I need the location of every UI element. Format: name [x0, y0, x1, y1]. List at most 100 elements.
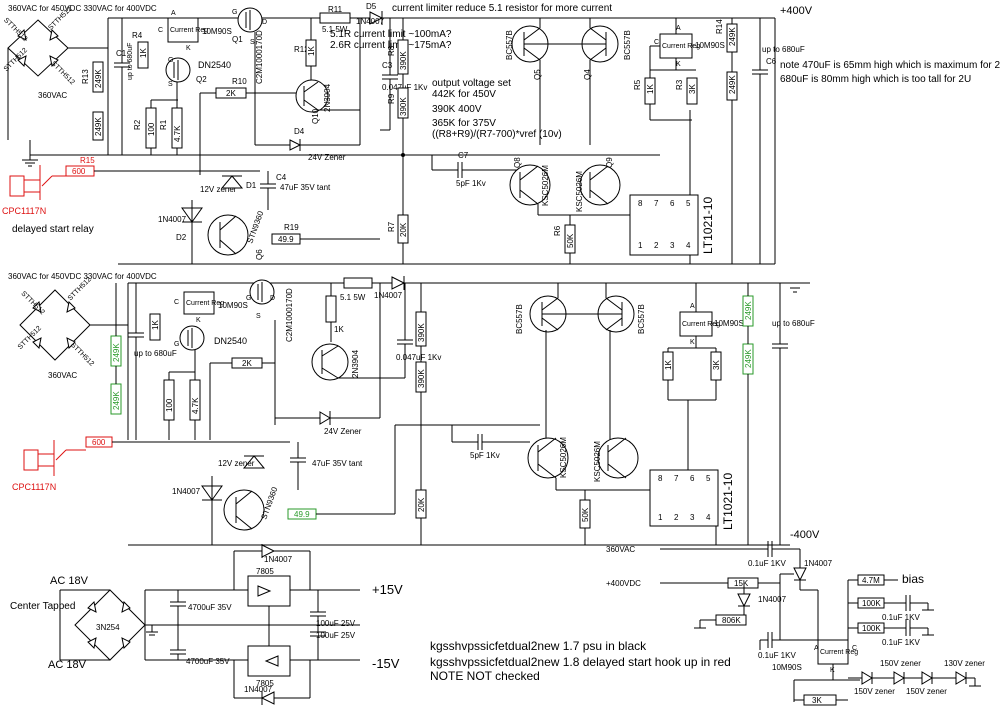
bridge-rectifier-top: STTH512 STTH512 STTH512 STTH512 — [2, 5, 76, 86]
transistor-q9 — [579, 164, 621, 206]
svg-text:3: 3 — [690, 513, 695, 522]
svg-text:249K: 249K — [744, 349, 753, 368]
bias-cap-a: 0.1uF 1KV — [748, 559, 786, 568]
ground-symbol — [22, 159, 38, 167]
svg-text:C: C — [852, 645, 857, 652]
r3-value: 3K — [688, 84, 697, 94]
output-note-4: ((R8+R9)/(R7-700)*vref (10v) — [432, 129, 562, 140]
relay-top — [9, 165, 66, 200]
r7-label: R7 — [387, 221, 396, 232]
bias-100k-2: 100K — [862, 624, 881, 633]
d2-part: 1N4007 — [158, 215, 187, 224]
svg-text:7: 7 — [654, 199, 659, 208]
r11-label: R11 — [328, 5, 343, 14]
svg-text:G: G — [246, 295, 251, 302]
svg-text:20K: 20K — [417, 497, 426, 512]
svg-text:249K: 249K — [112, 343, 121, 362]
svg-text:249K: 249K — [744, 301, 753, 320]
diode-bias-2 — [737, 593, 751, 608]
r5-value: 1K — [646, 84, 655, 94]
r1-value: 4.7K — [173, 125, 182, 142]
relay-label-bottom: CPC1117N — [12, 482, 56, 492]
svg-text:STTH512: STTH512 — [50, 60, 76, 86]
psu-diode-label: 1N4007 — [264, 555, 293, 564]
psu-plus-label: +15V — [372, 582, 403, 597]
r13b-value: 249K — [94, 117, 103, 136]
q5-label: Q5 — [533, 69, 542, 80]
svg-text:390K: 390K — [417, 369, 426, 388]
transistor-b-q6 — [223, 489, 265, 531]
bias-3k: 3K — [812, 696, 822, 705]
current-reg-bottom-right — [679, 311, 713, 337]
svg-text:K: K — [690, 339, 695, 346]
svg-text:6: 6 — [690, 474, 695, 483]
bias-reg: 10M90S — [772, 663, 802, 672]
capacitor-c1 — [114, 18, 130, 155]
voltage-reference-ic-top — [629, 194, 699, 256]
d4-zener: 24V Zener — [308, 153, 346, 162]
r12-value: 1K — [307, 46, 316, 56]
capacitor-c4 — [260, 171, 276, 210]
diode-bottom-1n4007 — [391, 276, 406, 290]
current-reg-bottom-left — [183, 291, 215, 315]
zener-b-12v — [242, 455, 266, 469]
output-note-3: 365K for 375V — [432, 118, 496, 129]
diode-d2 — [181, 200, 203, 264]
r11-value: 5.1 5W — [322, 25, 348, 34]
psu-cap-4: 100uF 25V — [316, 631, 356, 640]
resistor-r5 — [644, 77, 656, 105]
q1-label: Q1 — [232, 35, 243, 44]
mosfet-bottom-dn2540 — [179, 325, 205, 351]
resistor-r11 — [319, 12, 351, 24]
r15-label: R15 — [80, 156, 95, 165]
r6-label: R6 — [553, 225, 562, 236]
current-reg-bias — [817, 639, 849, 665]
resistor-b-r11 — [343, 277, 373, 289]
capacitor-b-c6 — [772, 283, 788, 545]
q8-part: KSC5026M — [541, 165, 550, 206]
r13-label: R13 — [81, 69, 90, 84]
footer-note-3: NOTE NOT checked — [430, 669, 540, 683]
q8-label: Q8 — [513, 157, 522, 168]
transistor-q6 — [207, 214, 249, 256]
diode-psu-top — [261, 544, 276, 558]
bias-diode: 1N4007 — [804, 559, 833, 568]
capacitor-psu-4 — [310, 625, 326, 660]
capacitor-c6 — [752, 18, 768, 264]
capacitor-psu-2 — [170, 625, 186, 660]
r6-value: 50K — [566, 233, 575, 248]
svg-text:S: S — [256, 313, 261, 320]
svg-text:S: S — [250, 39, 255, 46]
svg-text:Current Reg: Current Reg — [820, 649, 858, 656]
svg-text:Current Reg: Current Reg — [682, 321, 720, 328]
svg-text:4: 4 — [686, 241, 691, 250]
bias-806k: 806K — [722, 616, 741, 625]
svg-text:1K: 1K — [664, 360, 673, 370]
rail-minus-label: -400V — [790, 529, 820, 541]
diode-d5 — [369, 11, 384, 25]
svg-text:5.1 5W: 5.1 5W — [340, 293, 366, 302]
r8-value: 390K — [399, 51, 408, 70]
r10-value: 2K — [226, 89, 236, 98]
r9-label: R9 — [387, 93, 396, 104]
ic-part-bottom: LT1021-10 — [721, 473, 735, 530]
c6-label: C6 — [766, 57, 777, 66]
sic-mosfet-q1 — [237, 7, 263, 33]
capacitor-bias-2 — [760, 632, 818, 648]
svg-text:BC557B: BC557B — [515, 304, 524, 334]
q9-part: KSC5026M — [575, 171, 584, 212]
r1-label: R1 — [159, 119, 168, 130]
r4-value: 1K — [139, 48, 148, 58]
bias-400vdc: +400VDC — [606, 579, 641, 588]
bias-cap-c: 0.1uF 1KV — [882, 613, 920, 622]
bias-cap-b: 0.1uF 1KV — [758, 651, 796, 660]
bridge-rectifier-bottom: STTH512 STTH512 STTH512 STTH512 — [17, 276, 95, 368]
svg-text:A: A — [690, 303, 695, 310]
diode-psu-bottom — [260, 691, 275, 705]
relay-label-top: CPC1117N — [2, 206, 46, 216]
svg-text:8: 8 — [658, 474, 663, 483]
svg-text:2K: 2K — [242, 359, 252, 368]
limit-note-2: 2.6R current limit ~175mA? — [330, 40, 452, 51]
svg-text:600: 600 — [92, 438, 106, 447]
d1-label: D1 — [246, 181, 257, 190]
